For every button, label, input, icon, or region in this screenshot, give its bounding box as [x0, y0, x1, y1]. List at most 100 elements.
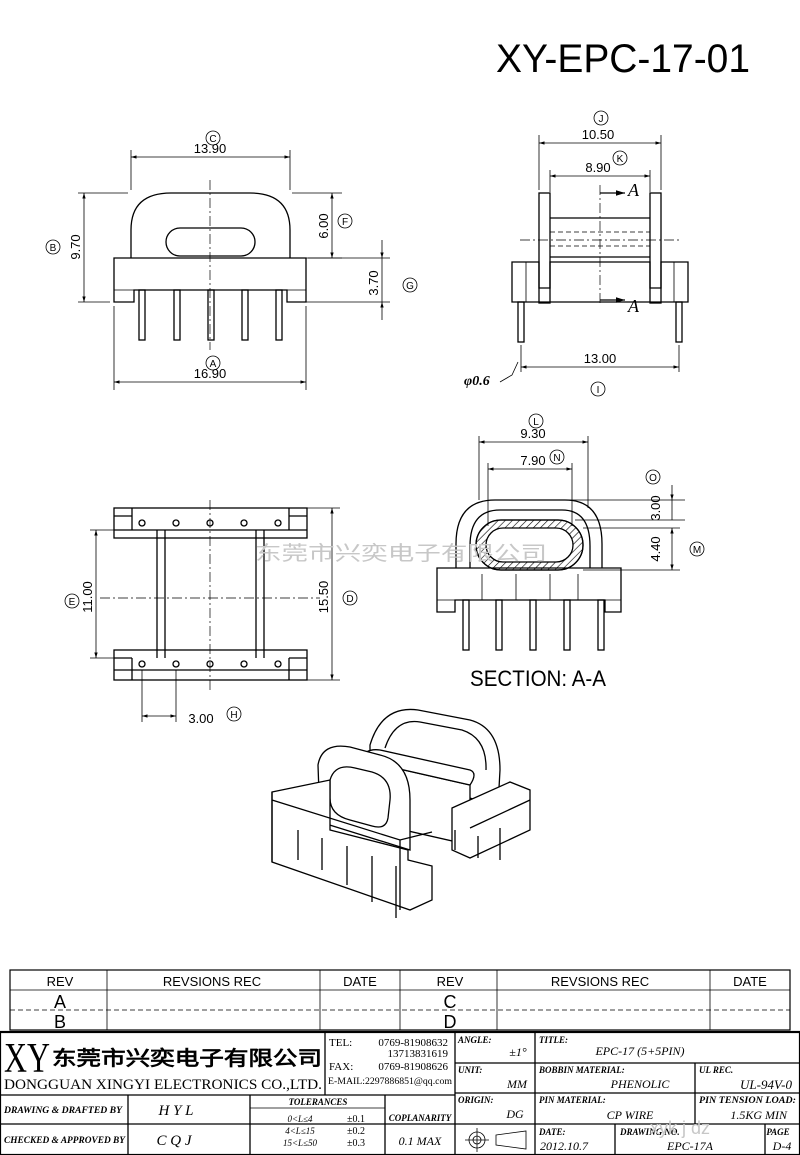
ul-value: UL-94V-0 [740, 1077, 793, 1092]
section-view: 9.30 L 7.90 N 3.00 O 4.40 M SECTION: A-A [436, 413, 705, 691]
pin-material-value: CP WIRE [607, 1108, 654, 1122]
rev-header-4: REV [437, 974, 464, 989]
tel-label: TEL: [329, 1037, 352, 1049]
date-value: 2012.10.7 [540, 1139, 589, 1153]
dim-J-value: 10.50 [582, 127, 615, 142]
drawn-value: H Y L [157, 1103, 193, 1119]
dim-M-value: 4.40 [648, 536, 663, 561]
dim-A-value: 16.90 [194, 366, 227, 381]
dim-L-value: 9.30 [520, 426, 545, 441]
pin-tension-label: PIN TENSION LOAD: [699, 1095, 796, 1105]
rev-header-3: DATE [343, 974, 377, 989]
date-label: DATE: [538, 1127, 566, 1137]
dim-G-letter: G [406, 281, 414, 292]
dim-J-letter: J [599, 114, 604, 125]
rev-B: B [54, 1012, 66, 1032]
isometric-view [271, 708, 531, 918]
tol-value-1: ±0.1 [347, 1114, 365, 1125]
bobbin-value: PHENOLIC [610, 1077, 671, 1091]
dim-H-value: 3.00 [188, 711, 213, 726]
pin-diameter: φ0.6 [464, 374, 490, 389]
watermark-2: xyk j dz [650, 1118, 710, 1138]
dim-F-letter: F [342, 217, 348, 228]
angle-label: ANGLE: [457, 1035, 492, 1045]
dim-M-letter: M [693, 545, 701, 556]
dim-G-value: 3.70 [366, 270, 381, 295]
rev-header-1: REV [47, 974, 74, 989]
title-label: TITLE: [539, 1035, 568, 1045]
revision-table: REV REVSIONS REC DATE REV REVSIONS REC D… [9, 969, 791, 1032]
title-value: EPC-17 (5+5PIN) [594, 1044, 684, 1058]
bottom-pin-holes [138, 519, 282, 668]
front-pins [138, 289, 283, 341]
dim-A-letter: A [210, 359, 217, 370]
section-marker-top: A [627, 180, 640, 200]
page-label: PAGE [766, 1127, 789, 1137]
dim-B-value: 9.70 [68, 234, 83, 259]
company-name-en: DONGGUAN XINGYI ELECTRONICS CO.,LTD. [4, 1077, 322, 1093]
origin-value: DG [505, 1107, 524, 1121]
dim-K-letter: K [617, 154, 624, 165]
dim-K-value: 8.90 [585, 160, 610, 175]
pin-material-label: PIN MATERIAL: [539, 1095, 606, 1105]
section-label: SECTION: A-A [470, 666, 606, 691]
tol-value-2: ±0.2 [347, 1126, 365, 1137]
company-name-cn: 东莞市兴奕电子有限公司 [52, 1046, 322, 1070]
drawing-no-label: DRAWING NO. [619, 1127, 680, 1137]
dim-I-letter: I [597, 385, 600, 396]
rev-header-2: REVSIONS REC [163, 974, 261, 989]
rev-header-6: DATE [733, 974, 767, 989]
bottom-view: 11.00 E 15.50 D 3.00 H [64, 500, 358, 726]
checked-value: C Q J [157, 1133, 193, 1149]
drawing-no-value: EPC-17A [666, 1139, 714, 1153]
rev-C: C [444, 992, 457, 1012]
watermark: 东莞市兴奕电子有限公司 [255, 541, 547, 565]
origin-label: ORIGIN: [458, 1095, 494, 1105]
part-number: XY-EPC-17-01 [496, 37, 750, 81]
title-block: XY 东莞市兴奕电子有限公司 DONGGUAN XINGYI ELECTRONI… [0, 1030, 800, 1155]
fax: 0769-81908626 [378, 1061, 448, 1073]
tolerances-label: TOLERANCES [289, 1097, 348, 1107]
unit-label: UNIT: [458, 1065, 482, 1075]
tol-value-3: ±0.3 [347, 1138, 365, 1149]
coplanarity-label: COPLANARITY [389, 1113, 453, 1123]
front-view: 13.90 C 9.70 B 6.00 F 3.70 G 16.90 A [45, 130, 418, 390]
dim-N-letter: N [553, 453, 560, 464]
fax-label: FAX: [329, 1061, 353, 1073]
ul-label: UL REC. [699, 1065, 733, 1075]
dim-N-value: 7.90 [520, 453, 545, 468]
tel-1: 0769-81908632 [378, 1037, 448, 1049]
rev-A: A [54, 992, 66, 1012]
section-marker-bottom: A [627, 296, 640, 316]
rev-D: D [444, 1012, 457, 1032]
projection-symbol-icon [465, 1128, 527, 1152]
section-pins [462, 599, 605, 651]
angle-value: ±1° [509, 1045, 527, 1059]
dim-L-letter: L [533, 417, 539, 428]
tol-range-1: 0<L≤4 [287, 1114, 313, 1124]
dim-O-letter: O [649, 473, 657, 484]
tol-range-3: 15<L≤50 [283, 1138, 318, 1148]
pin-tension-value: 1.5KG MIN [730, 1108, 788, 1122]
dim-E-letter: E [69, 597, 76, 608]
dim-O-value: 3.00 [648, 495, 663, 520]
dim-F-value: 6.00 [316, 213, 331, 238]
dim-E-value: 11.00 [80, 581, 95, 613]
dim-C-letter: C [209, 134, 216, 145]
dim-H-letter: H [230, 710, 237, 721]
side-view: A A 10.50 J 8.90 K 13.00 I φ0.6 [464, 110, 689, 397]
rev-header-5: REVSIONS REC [551, 974, 649, 989]
checked-label: CHECKED & APPROVED BY [4, 1135, 127, 1145]
tol-range-2: 4<L≤15 [285, 1126, 315, 1136]
dim-B-letter: B [50, 243, 57, 254]
dim-D-letter: D [346, 594, 353, 605]
unit-value: MM [506, 1077, 528, 1091]
bobbin-label: BOBBIN MATERIAL: [538, 1065, 625, 1075]
coplanarity-value: 0.1 MAX [399, 1134, 442, 1148]
tel-2: 13713831619 [388, 1048, 449, 1060]
dim-I-value: 13.00 [584, 351, 617, 366]
dim-D-value: 15.50 [316, 581, 331, 614]
dim-C-value: 13.90 [194, 141, 227, 156]
page-value: D-4 [772, 1139, 792, 1153]
